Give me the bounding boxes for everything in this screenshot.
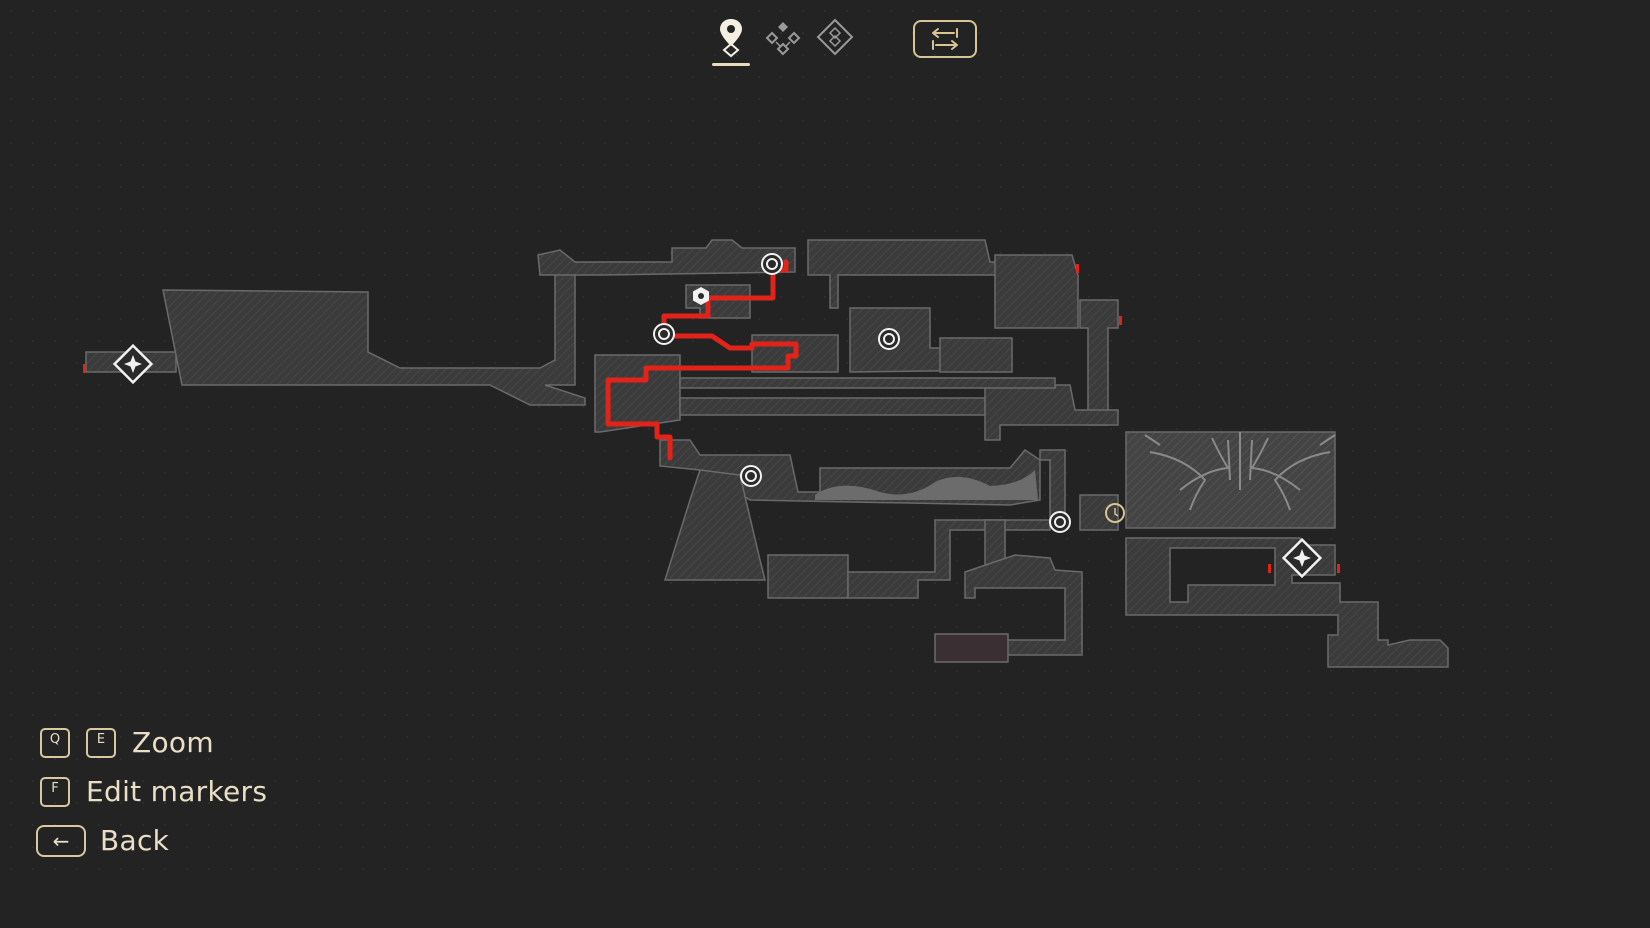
map-rooms xyxy=(85,239,1449,668)
boss-room-ornament xyxy=(1144,432,1336,511)
water-area xyxy=(815,470,1038,500)
map-room xyxy=(994,254,1079,329)
swap-arrows-icon xyxy=(932,28,958,50)
key-e[interactable]: E xyxy=(86,727,116,758)
map-room xyxy=(1079,299,1119,426)
map-room xyxy=(1125,431,1336,529)
map-room xyxy=(847,519,1051,599)
back-hint: ← Back xyxy=(36,816,267,865)
fast-travel-icon[interactable] xyxy=(1281,537,1323,579)
key-q[interactable]: Q xyxy=(40,727,70,758)
map-room xyxy=(679,397,986,416)
player-position-icon xyxy=(1105,503,1125,523)
edit-markers-label: Edit markers xyxy=(86,775,268,808)
spiral-icon[interactable] xyxy=(1049,511,1071,533)
map-room xyxy=(1039,449,1066,521)
control-hints: Q E Zoom F Edit markers ← Back xyxy=(36,718,267,865)
exit-markers xyxy=(83,264,1340,573)
key-back[interactable]: ← xyxy=(36,824,86,857)
zoom-label: Zoom xyxy=(132,726,214,759)
spiral-icon[interactable] xyxy=(740,465,762,487)
map-room xyxy=(939,337,1013,373)
edit-markers-hint: F Edit markers xyxy=(36,767,267,816)
waypoints-icon xyxy=(765,22,801,56)
tab-markers[interactable] xyxy=(708,16,754,68)
map-room xyxy=(679,377,1056,389)
map-room xyxy=(767,554,849,599)
spiral-icon[interactable] xyxy=(653,323,675,345)
map-filter-tabs xyxy=(708,16,858,68)
spiral-icon[interactable] xyxy=(878,328,900,350)
map-screen: Q E Zoom F Edit markers ← Back xyxy=(0,0,1568,882)
map-room xyxy=(537,239,796,276)
tab-waypoints[interactable] xyxy=(760,16,806,68)
key-f[interactable]: F xyxy=(40,776,70,807)
tab-regions[interactable] xyxy=(812,16,858,68)
toggle-filter-button[interactable] xyxy=(913,20,977,58)
map-room xyxy=(663,469,766,581)
map-room xyxy=(162,266,586,406)
map-room xyxy=(934,633,1009,663)
diamond-grid-icon xyxy=(816,18,854,56)
back-label: Back xyxy=(100,824,170,857)
map-room xyxy=(1169,547,1276,603)
hexagon-icon[interactable] xyxy=(693,287,709,305)
spiral-icon[interactable] xyxy=(761,253,783,275)
map-room xyxy=(807,239,1073,309)
map-room xyxy=(1079,494,1119,531)
zoom-hint: Q E Zoom xyxy=(36,718,267,767)
area-map[interactable] xyxy=(0,0,1568,882)
location-pin-icon xyxy=(720,19,742,58)
route-path xyxy=(605,259,799,461)
fast-travel-icon[interactable] xyxy=(112,343,154,385)
map-room xyxy=(984,384,1119,441)
